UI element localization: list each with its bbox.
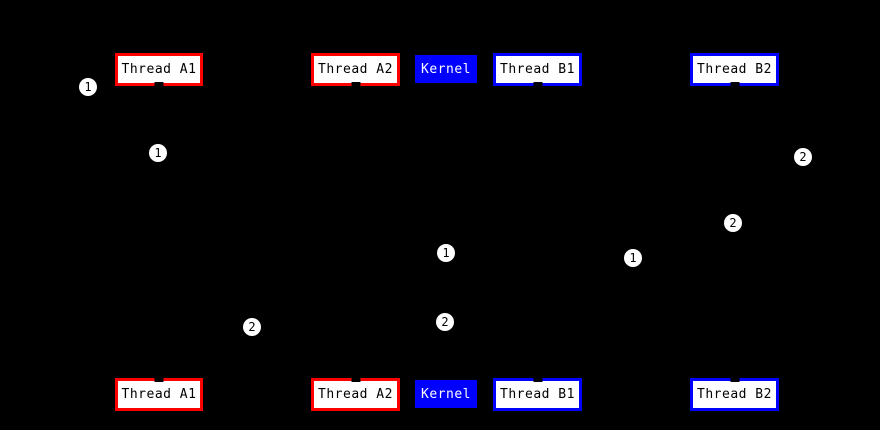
step-marker-label: 2 xyxy=(441,315,449,329)
step-marker-label: 2 xyxy=(799,150,807,164)
step-marker-8: 2 xyxy=(243,318,261,336)
participant-box-thread-b2-top: Thread B2 xyxy=(690,53,779,87)
step-marker-1: 1 xyxy=(79,78,97,96)
participant-box-thread-a1-top: Thread A1 xyxy=(115,53,203,87)
participant-label-thread-b2: Thread B2 xyxy=(697,62,772,77)
participant-label-thread-a2: Thread A2 xyxy=(318,387,393,402)
step-marker-label: 2 xyxy=(729,216,737,230)
participant-box-kernel-bottom: Kernel xyxy=(415,380,477,408)
step-marker-5: 1 xyxy=(437,244,455,262)
step-marker-4: 2 xyxy=(724,214,742,232)
participant-label-thread-a1: Thread A1 xyxy=(121,387,197,402)
participant-label-thread-b1: Thread B1 xyxy=(500,387,575,402)
lifeline-stub xyxy=(533,377,542,382)
step-marker-label: 2 xyxy=(248,320,256,334)
lifeline-stub xyxy=(351,377,360,382)
participant-box-thread-a1-bottom: Thread A1 xyxy=(115,377,203,411)
step-marker-label: 1 xyxy=(629,251,637,265)
participant-label-thread-a2: Thread A2 xyxy=(318,62,393,77)
participant-label-thread-b1: Thread B1 xyxy=(500,62,575,77)
lifeline-stub xyxy=(351,82,360,87)
participant-label-thread-a1: Thread A1 xyxy=(121,62,197,77)
participant-box-thread-a2-bottom: Thread A2 xyxy=(311,377,400,411)
participant-label-thread-b2: Thread B2 xyxy=(697,387,772,402)
step-marker-3: 2 xyxy=(794,148,812,166)
participant-label-kernel: Kernel xyxy=(421,61,471,77)
step-marker-6: 1 xyxy=(624,249,642,267)
step-marker-7: 2 xyxy=(436,313,454,331)
lifeline-stub xyxy=(730,82,739,87)
step-marker-label: 1 xyxy=(154,146,162,160)
lifeline-stub xyxy=(154,82,164,87)
participant-box-thread-b2-bottom: Thread B2 xyxy=(690,377,779,411)
lifeline-stub xyxy=(533,82,542,87)
participant-box-thread-b1-bottom: Thread B1 xyxy=(493,377,582,411)
participant-box-thread-b1-top: Thread B1 xyxy=(493,53,582,87)
step-marker-label: 1 xyxy=(442,246,450,260)
participant-box-kernel-top: Kernel xyxy=(415,55,477,83)
participant-box-thread-a2-top: Thread A2 xyxy=(311,53,400,87)
step-marker-label: 1 xyxy=(84,80,92,94)
participant-label-kernel: Kernel xyxy=(421,386,471,402)
lifeline-stub xyxy=(154,377,164,382)
lifeline-stub xyxy=(730,377,739,382)
step-marker-2: 1 xyxy=(149,144,167,162)
